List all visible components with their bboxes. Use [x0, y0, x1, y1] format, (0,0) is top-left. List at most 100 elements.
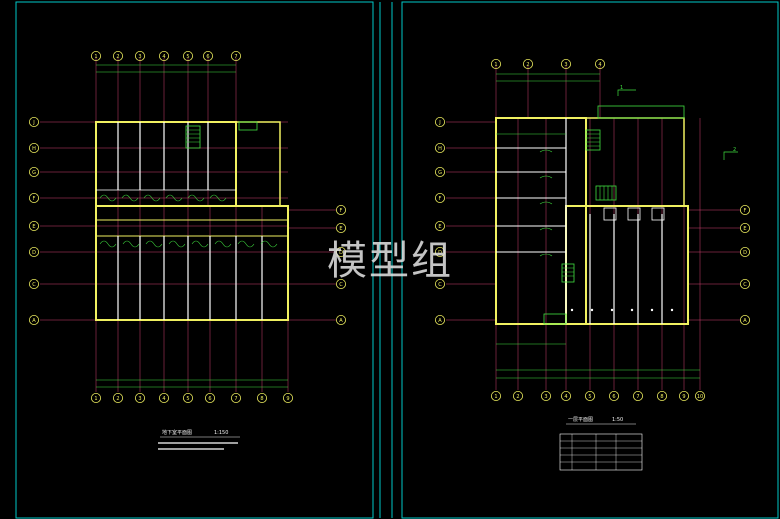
right-bottom-axis-bubble-0-circle: [490, 390, 501, 401]
right-fixture-dot-5: [670, 308, 674, 312]
right-canopy: [597, 105, 685, 119]
left-right-axis-bubble-3-circle: [335, 278, 346, 289]
right-bottom-axis-bubble-7: 8: [657, 390, 668, 401]
left-bottom-axis-bubble-8: 9: [282, 392, 293, 403]
right-left-axis-bubble-4-label: E: [438, 224, 441, 230]
right-wc-box-1: [627, 207, 641, 221]
left-left-axis-bubble-6-label: C: [32, 282, 36, 288]
left-left-axis-bubble-5-label: D: [32, 250, 36, 256]
left-bottom-axis-bubble-6-circle: [230, 392, 241, 403]
right-right-axis-bubble-0-label: F: [744, 208, 747, 214]
right-left-axis-bubble-6: C: [434, 278, 445, 289]
left-bottom-axis-bubble-3-circle: [158, 392, 169, 403]
left-right-axis-bubble-1-label: E: [339, 226, 342, 232]
right-bottom-axis-bubble-9-label: 10: [697, 394, 703, 400]
left-left-axis-bubble-2: G: [28, 166, 39, 177]
left-top-axis-bubble-6: 7: [230, 51, 241, 62]
right-stair-1: [595, 185, 617, 201]
left-left-axis-bubble-3-label: F: [33, 196, 36, 202]
left-stair: [185, 125, 201, 149]
right-bottom-axis-bubble-5-label: 6: [612, 394, 615, 400]
right-bottom-axis-bubble-6-label: 7: [636, 394, 639, 400]
left-door-swing-s-7: [260, 240, 278, 248]
left-left-axis-bubble-0-label: J: [32, 120, 34, 126]
left-bottom-axis-bubble-8-circle: [282, 392, 293, 403]
left-left-axis-bubble-7-label: A: [32, 318, 36, 324]
right-top-axis-bubble-1-label: 2: [526, 62, 529, 68]
right-bottom-axis-bubble-2-label: 3: [544, 394, 547, 400]
left-top-axis-bubble-6-label: 7: [234, 54, 237, 60]
right-dimension-bottom: [496, 343, 700, 379]
left-right-axis-bubble-0-label: F: [340, 208, 343, 214]
right-callout-1: 1: [620, 85, 623, 91]
left-door-swing-n-1: [121, 194, 139, 202]
right-left-axis-bubble-5: D: [434, 246, 445, 257]
right-bottom-axis-bubble-2: 3: [541, 390, 552, 401]
right-bottom-axis-bubble-8: 9: [679, 390, 690, 401]
left-door-swing-s-6: [237, 240, 255, 248]
right-right-axis-bubble-4: A: [740, 314, 751, 325]
right-right-axis-bubble-4-circle: [740, 314, 751, 325]
right-right-axis-bubble-1-circle: [740, 222, 751, 233]
left-left-axis-bubble-6: C: [28, 278, 39, 289]
right-west-block-wall: [495, 117, 587, 325]
left-top-axis-bubble-0: 1: [91, 51, 102, 62]
right-right-axis-bubble-3-label: C: [743, 282, 747, 288]
left-bottom-axis-bubble-4-label: 5: [186, 396, 189, 402]
right-bottom-axis-bubble-9: 10: [695, 390, 706, 401]
right-bottom-axis-bubble-1-label: 2: [516, 394, 519, 400]
right-top-axis-bubble-0-label: 1: [494, 62, 497, 68]
right-door-swing-2: [539, 201, 553, 205]
right-bottom-axis-bubble-4-circle: [585, 390, 596, 401]
right-right-axis-bubble-0: F: [740, 204, 751, 215]
left-right-axis-bubble-0: F: [335, 204, 346, 215]
right-bottom-axis-bubble-1-circle: [513, 390, 524, 401]
left-room-partitions: [96, 122, 278, 320]
left-door-swing-s-3: [168, 240, 186, 248]
left-bottom-axis-bubble-0-label: 1: [94, 396, 97, 402]
left-bottom-axis-bubble-7-label: 8: [260, 396, 263, 402]
right-table-frame: [559, 433, 643, 471]
left-bottom-axis-bubble-5-label: 6: [208, 396, 211, 402]
left-dimension-bottom: [96, 379, 288, 388]
left-top-axis-bubble-5: 6: [202, 51, 213, 62]
left-door-swing-n-2: [143, 194, 161, 202]
left-left-axis-bubble-5-circle: [28, 246, 39, 257]
right-right-axis-bubble-2-circle: [740, 246, 751, 257]
left-top-axis-bubble-1-circle: [113, 51, 124, 62]
right-bottom-axis-bubble-1: 2: [513, 390, 524, 401]
left-bottom-axis-bubble-1-label: 2: [116, 396, 119, 402]
right-right-axis-bubble-1: E: [740, 222, 751, 233]
left-top-axis-bubble-2: 3: [134, 51, 145, 62]
left-left-axis-bubble-2-circle: [28, 166, 39, 177]
left-top-axis-bubble-6-circle: [230, 51, 241, 62]
left-bottom-axis-bubble-4: 5: [182, 392, 193, 403]
right-bottom-axis-bubble-7-circle: [657, 390, 668, 401]
left-top-axis-bubble-5-circle: [202, 51, 213, 62]
right-fixture-dot-4: [650, 308, 654, 312]
left-left-axis-bubble-0: J: [28, 117, 39, 128]
left-left-axis-bubble-4-circle: [28, 220, 39, 231]
right-bottom-axis-bubble-8-label: 9: [682, 394, 685, 400]
right-left-axis-bubble-1-label: H: [438, 146, 442, 152]
left-top-axis-bubble-0-label: 1: [94, 54, 97, 60]
left-bottom-axis-bubble-3: 4: [158, 392, 169, 403]
right-room-partitions: [496, 118, 674, 324]
left-right-axis-bubble-4-label: A: [339, 318, 343, 324]
left-left-axis-bubble-1: H: [28, 142, 39, 153]
right-door-schedule-table: [559, 433, 643, 471]
right-top-axis-bubble-2-label: 3: [564, 62, 567, 68]
left-bottom-axis-bubble-8-label: 9: [286, 396, 289, 402]
right-right-axis-bubble-1-label: E: [743, 226, 746, 232]
right-wc-box-2: [651, 207, 665, 221]
right-left-axis-bubble-0-circle: [434, 117, 445, 128]
left-top-axis-bubble-3: 4: [158, 51, 169, 62]
left-elevator: [238, 121, 258, 131]
left-right-axis-bubble-3-label: C: [339, 282, 343, 288]
left-south-block-wall: [95, 205, 289, 321]
left-top-axis-bubble-1-label: 2: [116, 54, 119, 60]
left-top-axis-bubble-0-circle: [91, 51, 102, 62]
left-plan-scale: 1:150: [214, 430, 228, 436]
